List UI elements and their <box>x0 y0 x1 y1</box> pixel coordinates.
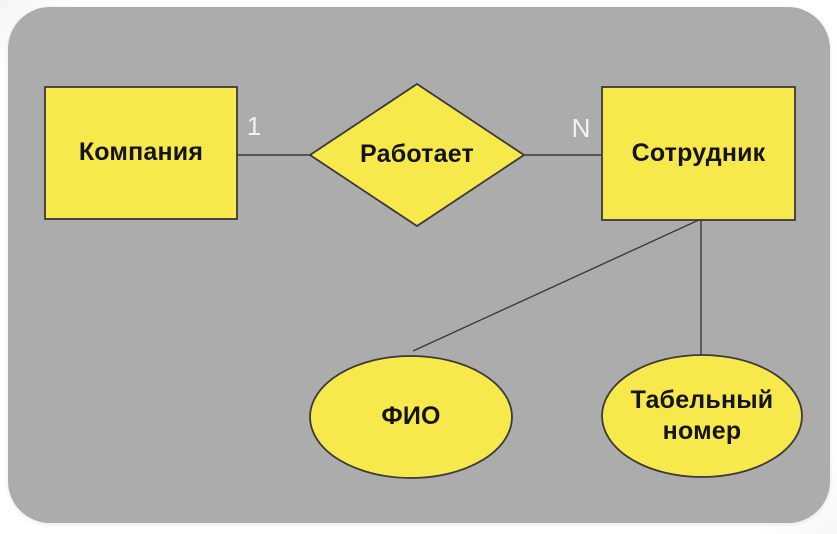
relationship-diamond-shape <box>308 82 526 228</box>
entity-company-shape <box>44 86 238 220</box>
cardinality-one-label: 1 <box>246 110 262 141</box>
connector-employee-fio <box>412 218 702 352</box>
attribute-fio-shape <box>309 355 513 479</box>
cardinality-n-label: N <box>571 112 591 143</box>
entity-employee-shape <box>601 86 796 221</box>
attribute-tabno-shape <box>601 354 803 478</box>
